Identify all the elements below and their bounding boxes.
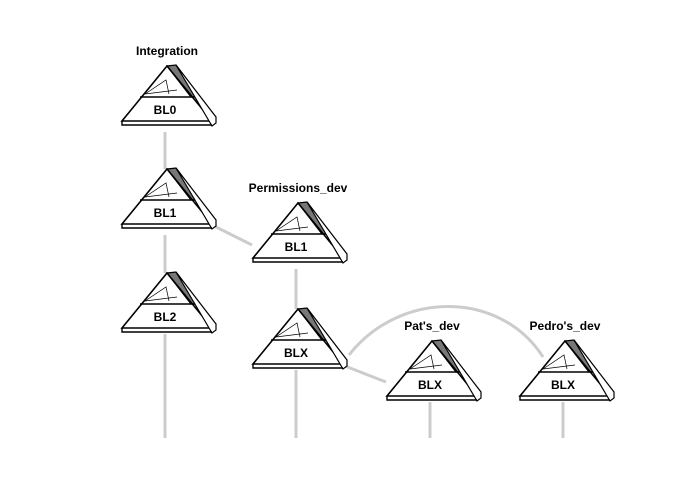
triangle-inner-line: [409, 354, 435, 370]
triangle-inner-line: [542, 364, 576, 370]
baseline-node[interactable]: BLX: [251, 307, 348, 370]
triangle-depth: [175, 271, 217, 334]
baseline-node[interactable]: BLX Pedro's_dev: [518, 319, 615, 402]
baseline-node[interactable]: BL0 Integration: [120, 44, 217, 127]
stream-title: Pedro's_dev: [530, 319, 601, 333]
baseline-node[interactable]: BL2: [120, 271, 217, 334]
triangle-outline: [120, 167, 214, 225]
stream-title: Integration: [136, 44, 198, 58]
triangle-inner-line: [409, 364, 443, 370]
triangle-base-edge: [252, 258, 343, 263]
triangle-outline: [518, 339, 612, 397]
connections: [163, 132, 565, 438]
baseline-label: BL0: [154, 103, 177, 117]
baseline-label: BL1: [154, 206, 177, 220]
triangle-depth: [175, 64, 217, 127]
triangle-base-edge: [519, 396, 610, 401]
triangle-inner-line: [542, 354, 568, 370]
stream-title: Permissions_dev: [249, 181, 348, 195]
triangle-depth: [573, 339, 615, 402]
stream-title: Pat's_dev: [404, 319, 460, 333]
triangle-inner-line: [144, 79, 170, 95]
baseline-label: BLX: [551, 378, 575, 392]
branch-connector: [344, 364, 387, 384]
triangle-depth: [175, 167, 217, 230]
triangle-inner-line: [144, 89, 178, 95]
baseline-label: BLX: [418, 378, 442, 392]
baseline-nodes: BL0IntegrationBL1BL2BL1Permissions_devBL…: [120, 44, 615, 402]
triangle-inner-line: [275, 322, 301, 338]
triangle-depth: [440, 339, 482, 402]
triangle-base-edge: [121, 121, 212, 126]
triangle-outline: [120, 64, 214, 122]
triangle-outline: [251, 201, 345, 259]
baseline-label: BL2: [154, 310, 177, 324]
triangle-inner-line: [275, 216, 301, 232]
triangle-inner-line: [275, 332, 309, 338]
triangle-base-edge: [121, 224, 212, 229]
triangle-inner-line: [144, 296, 178, 302]
baseline-node[interactable]: BLX Pat's_dev: [385, 319, 482, 402]
triangle-base-edge: [252, 364, 343, 369]
triangle-inner-line: [144, 182, 170, 198]
triangle-base-edge: [386, 396, 477, 401]
triangle-outline: [385, 339, 479, 397]
triangle-inner-line: [144, 192, 178, 198]
triangle-depth: [306, 201, 348, 264]
branch-connector: [213, 224, 253, 247]
triangle-base-edge: [121, 328, 212, 333]
triangle-inner-line: [144, 286, 170, 302]
merge-arc-connector: [347, 305, 545, 358]
baseline-label: BL1: [285, 240, 308, 254]
baseline-node[interactable]: BL1: [120, 167, 217, 230]
triangle-inner-line: [275, 226, 309, 232]
triangle-outline: [251, 307, 345, 365]
triangle-depth: [306, 307, 348, 370]
baseline-label: BLX: [284, 346, 308, 360]
triangle-outline: [120, 271, 214, 329]
baseline-node[interactable]: BL1 Permissions_dev: [249, 181, 348, 264]
